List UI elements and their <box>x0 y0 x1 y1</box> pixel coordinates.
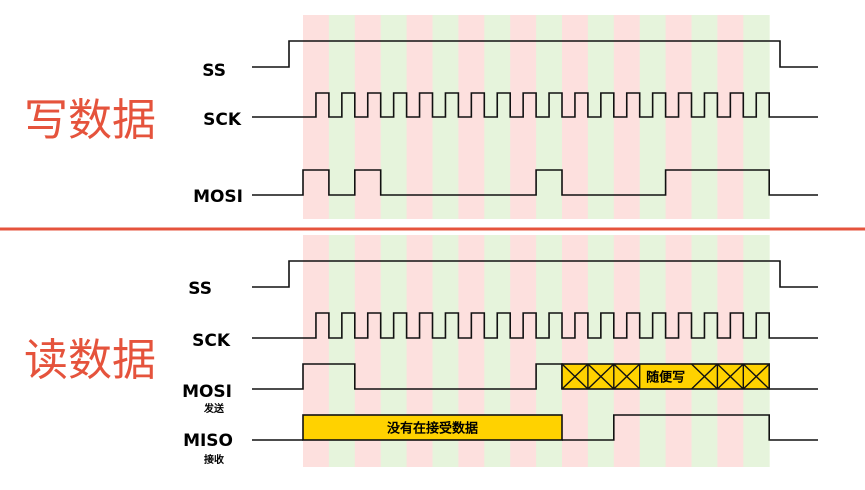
dontcare-box <box>561 363 770 390</box>
read-ss-waveform <box>252 260 818 288</box>
miso-idle-box <box>302 414 563 441</box>
timing-band <box>743 235 770 467</box>
read-mosi-waveform <box>252 363 563 390</box>
timing-band <box>587 235 615 467</box>
read-mosi-dontcare-block <box>561 363 818 390</box>
timing-band <box>717 235 744 467</box>
read-miso-idle-label: 没有在接受数据 <box>387 421 478 437</box>
read-miso-idle-block <box>252 414 563 441</box>
read-mosi-sublabel: 发送 <box>203 402 225 415</box>
read-miso-waveform <box>562 414 818 441</box>
write-ss-label: SS <box>202 61 226 81</box>
write-mosi-label: MOSI <box>193 187 243 207</box>
read-miso-sublabel: 接收 <box>204 453 224 466</box>
read-miso-label: MISO <box>183 431 233 451</box>
timing-band <box>562 235 589 467</box>
dontcare-x-mark <box>691 363 719 390</box>
read-sck-label: SCK <box>192 331 231 351</box>
write-sck-label: SCK <box>203 110 242 130</box>
dontcare-x-mark <box>561 363 589 390</box>
dontcare-x-mark <box>587 363 615 390</box>
timing-band <box>613 235 641 467</box>
read-ss-label: SS <box>188 279 212 299</box>
read-section-title: 读数据 <box>24 335 156 386</box>
write-sck-waveform <box>252 92 818 118</box>
write-ss-waveform <box>252 40 818 68</box>
read-mosi-dontcare-label: 随便写 <box>646 370 685 386</box>
dontcare-x-mark <box>613 363 641 390</box>
read-sck-waveform <box>252 312 818 339</box>
timing-bands <box>303 15 770 467</box>
write-section-title: 写数据 <box>24 95 156 146</box>
timing-band <box>639 235 667 467</box>
dontcare-x-mark <box>716 363 744 390</box>
read-mosi-label: MOSI <box>182 382 232 402</box>
dontcare-x-mark <box>742 363 770 390</box>
write-mosi-waveform <box>252 169 818 196</box>
timing-band <box>691 235 718 467</box>
timing-band <box>665 235 692 467</box>
